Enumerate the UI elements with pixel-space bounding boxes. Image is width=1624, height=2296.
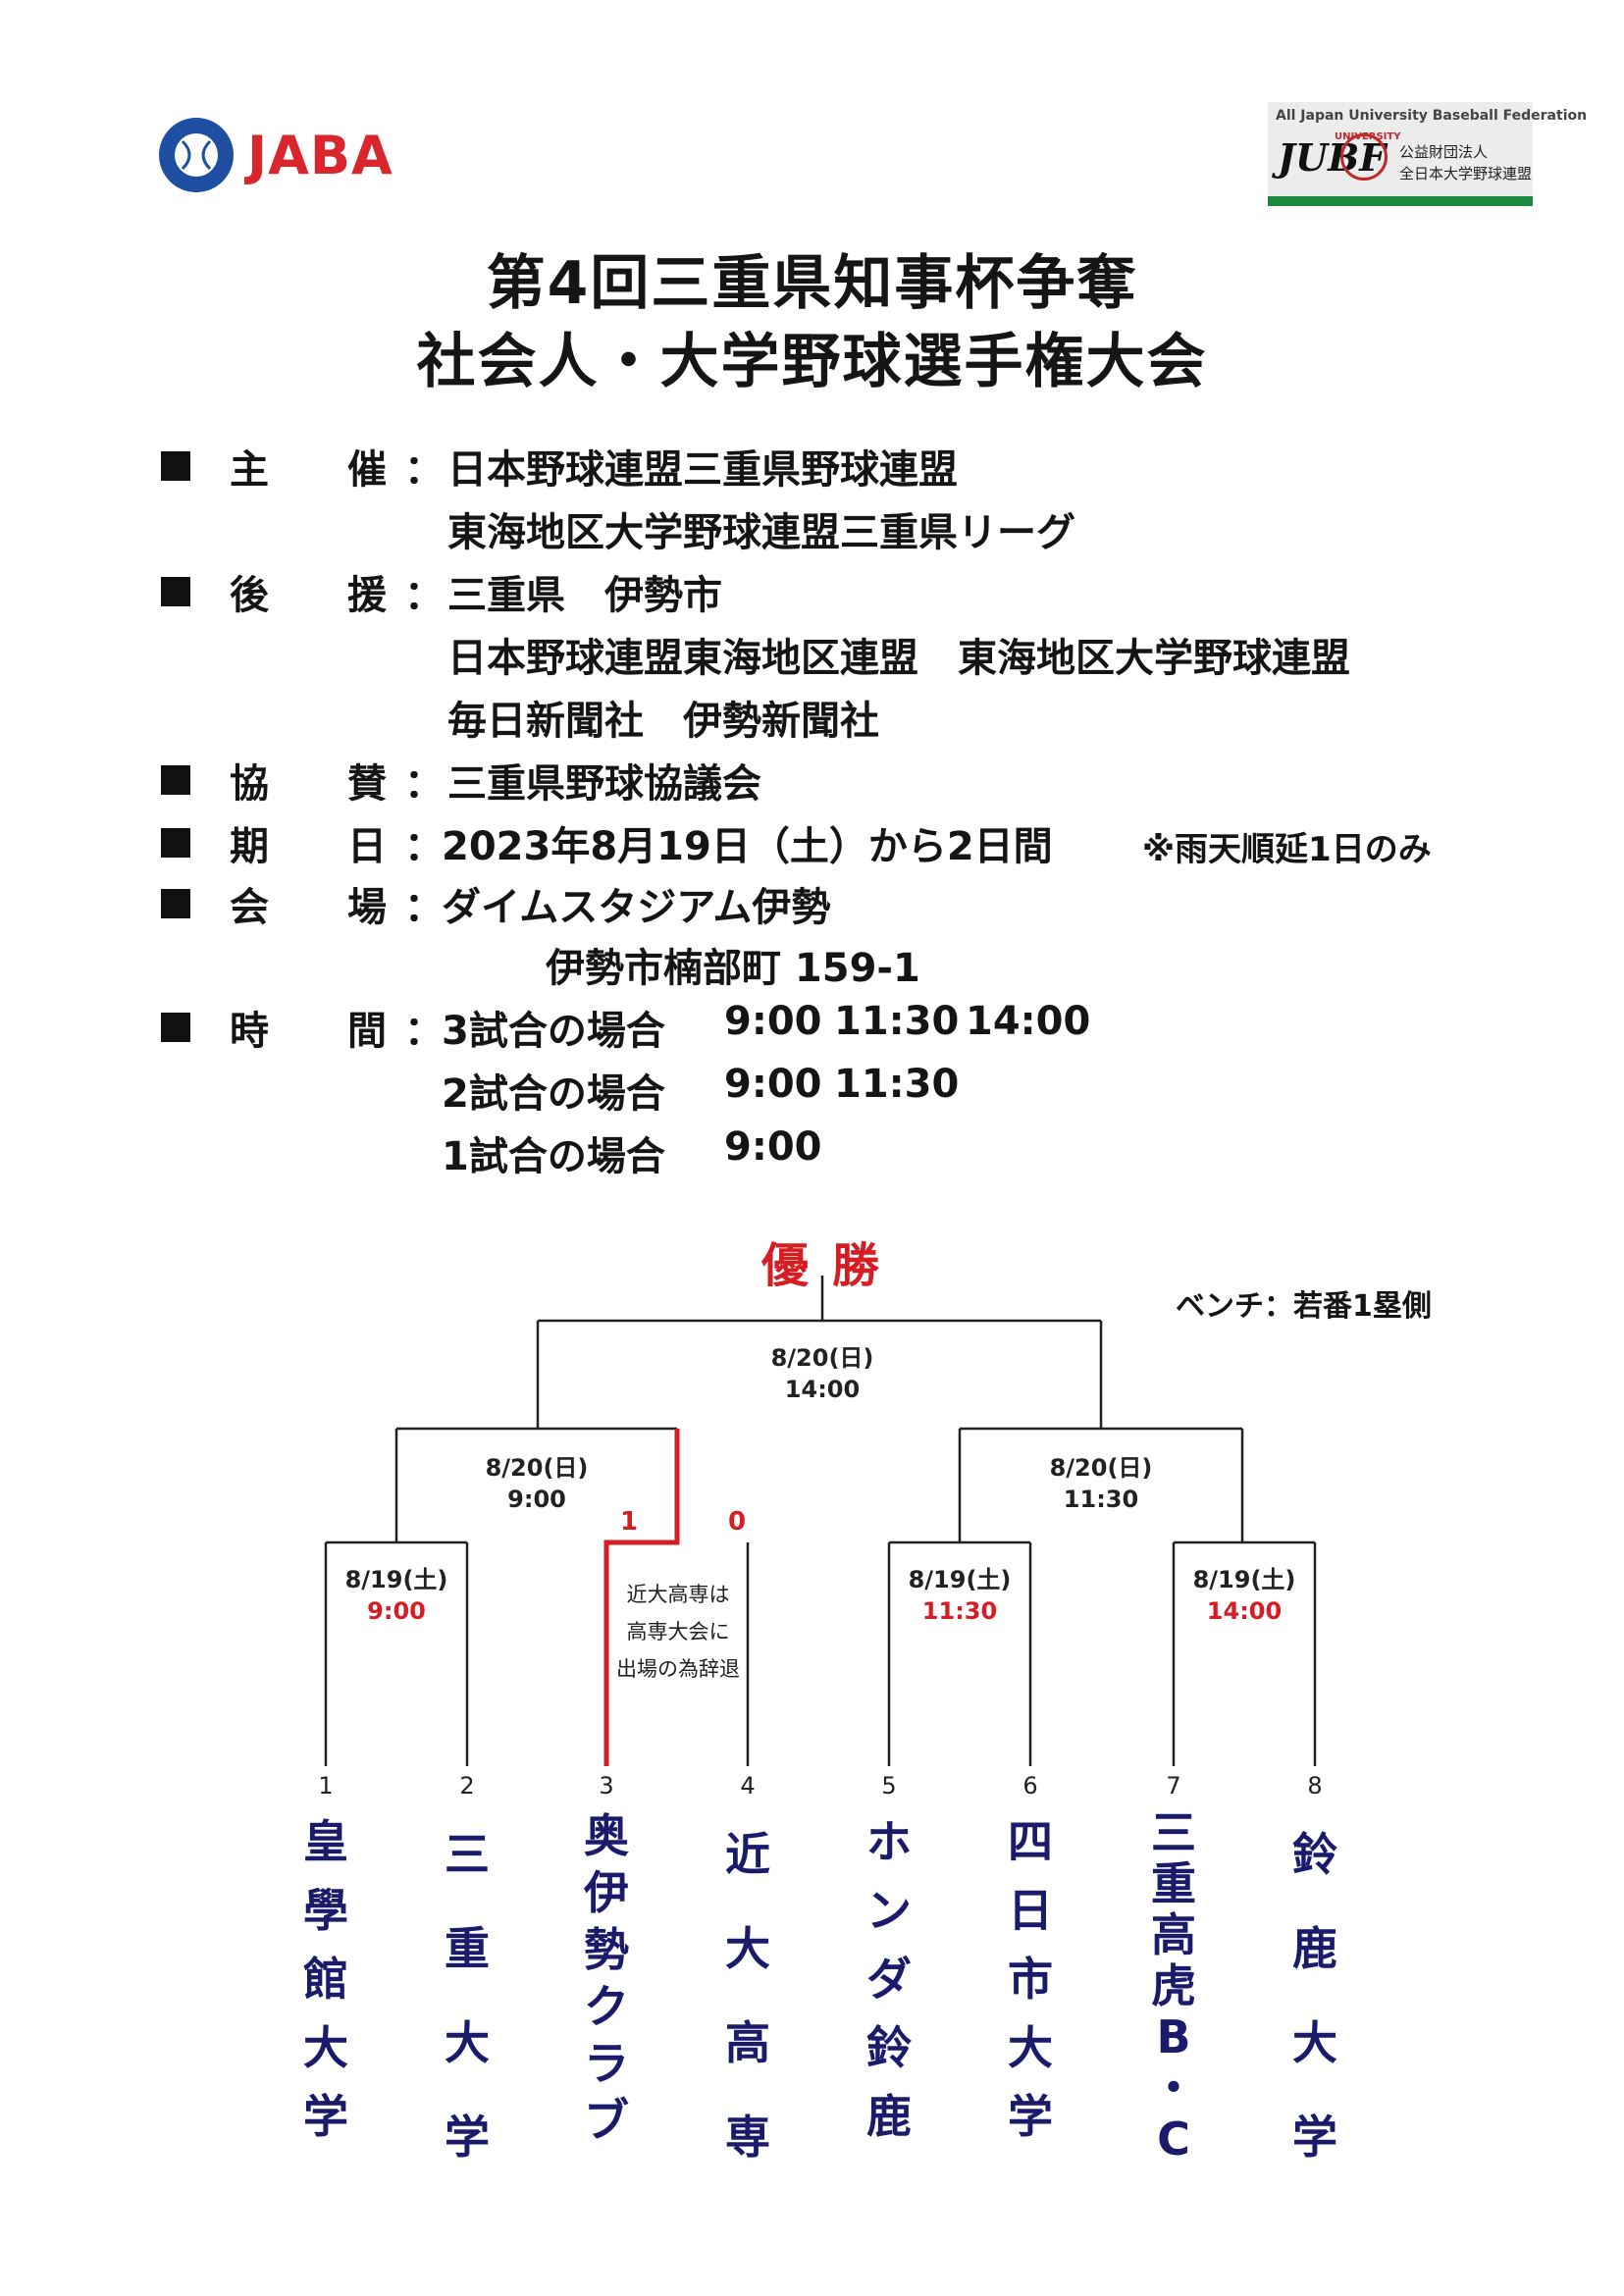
jubf-federation-name: All Japan University Baseball Federation bbox=[1276, 108, 1588, 124]
times-case-2-t2: 11:30 bbox=[834, 1062, 960, 1107]
forfeit-note-line-2: 高専大会に bbox=[626, 1620, 730, 1644]
semi-1-date: 8/20(日) bbox=[485, 1454, 589, 1482]
team-name: 奥伊勢クラブ bbox=[584, 1809, 629, 2147]
champion-label: 優勝 bbox=[761, 1238, 904, 1293]
forfeit-note: 近大高専は 高専大会に 出場の為辞退 bbox=[604, 1576, 752, 1688]
team-name: 三重大学 bbox=[445, 1828, 490, 2164]
bullet-icon bbox=[161, 451, 190, 481]
first-4-game-label: 8/19(土) 14:00 bbox=[1166, 1564, 1323, 1627]
times-case-1-t2: 11:30 bbox=[834, 999, 960, 1044]
first-4-date: 8/19(土) bbox=[1192, 1566, 1296, 1593]
times-case-1-t1: 9:00 bbox=[724, 999, 822, 1044]
support-line-1: 三重県 伊勢市 bbox=[447, 573, 722, 618]
seed-number: 6 bbox=[1022, 1772, 1038, 1800]
organizer-line-1: 日本野球連盟三重県野球連盟 bbox=[447, 447, 958, 493]
jubf-japanese-line-1: 公益財団法人 bbox=[1399, 143, 1489, 161]
times-label-b: 間 bbox=[347, 1009, 387, 1054]
organizer-line-2: 東海地区大学野球連盟三重県リーグ bbox=[447, 510, 1075, 555]
semi-2-time: 11:30 bbox=[1063, 1486, 1139, 1513]
final-date: 8/20(日) bbox=[770, 1344, 874, 1372]
times-case-3: 1試合の場合 bbox=[442, 1134, 665, 1179]
winner-path bbox=[603, 1429, 680, 1766]
seed-number: 4 bbox=[740, 1772, 756, 1800]
semi-1-game-label: 8/20(日) 9:00 bbox=[458, 1452, 615, 1515]
page-title-line-2: 社会人・大学野球選手権大会 bbox=[416, 328, 1208, 396]
times-case-3-t1: 9:00 bbox=[724, 1124, 822, 1170]
jubf-ring-icon bbox=[1340, 133, 1388, 181]
team-name: 鈴鹿大学 bbox=[1292, 1828, 1337, 2164]
jaba-wordmark: JABA bbox=[247, 125, 393, 186]
jubf-logo: All Japan University Baseball Federation… bbox=[1268, 102, 1587, 206]
organizer-label-a: 主 bbox=[230, 447, 269, 493]
team-name: 四日市大学 bbox=[1008, 1815, 1053, 2143]
dates-label-b: 日 bbox=[347, 824, 387, 869]
score-right: 0 bbox=[728, 1507, 747, 1537]
first-3-date: 8/19(土) bbox=[908, 1566, 1012, 1593]
seed-number: 8 bbox=[1307, 1772, 1323, 1800]
bullet-icon bbox=[161, 1013, 190, 1042]
dates-label-a: 期 bbox=[230, 824, 269, 869]
cooperation-line-1: 三重県野球協議会 bbox=[447, 761, 761, 807]
team-name: ホンダ鈴鹿 bbox=[866, 1815, 912, 2143]
venue-name: ダイムスタジアム伊勢 bbox=[442, 885, 831, 930]
organizer-label-b: 催 bbox=[347, 447, 387, 493]
forfeit-note-line-3: 出場の為辞退 bbox=[616, 1657, 740, 1681]
times-case-2: 2試合の場合 bbox=[442, 1071, 665, 1117]
bullet-icon bbox=[161, 765, 190, 795]
bench-note: ベンチ：若番1塁側 bbox=[1176, 1289, 1432, 1324]
venue-label-a: 会 bbox=[230, 885, 269, 930]
seed-number: 3 bbox=[599, 1772, 614, 1800]
first-4-time: 14:00 bbox=[1206, 1597, 1283, 1625]
team-name: 皇學館大学 bbox=[303, 1815, 348, 2143]
times-case-1: 3試合の場合 bbox=[442, 1009, 665, 1054]
bullet-icon bbox=[161, 828, 190, 858]
score-left: 1 bbox=[620, 1507, 639, 1537]
dates-text: 2023年8月19日（土）から2日間 bbox=[442, 824, 1053, 869]
seed-number: 2 bbox=[459, 1772, 475, 1800]
forfeit-note-line-1: 近大高専は bbox=[626, 1583, 730, 1606]
cooperation-label-b: 賛 bbox=[347, 761, 387, 807]
jubf-japanese-line-2: 全日本大学野球連盟 bbox=[1399, 165, 1533, 183]
rain-note: ※雨天順延1日のみ bbox=[1142, 830, 1432, 869]
venue-address: 伊勢市楠部町 159-1 bbox=[546, 946, 920, 991]
final-game-label: 8/20(日) 14:00 bbox=[744, 1342, 901, 1405]
first-1-time: 9:00 bbox=[367, 1597, 426, 1625]
cooperation-sep: ： bbox=[404, 761, 444, 807]
bullet-icon bbox=[161, 889, 190, 918]
final-time: 14:00 bbox=[784, 1376, 861, 1403]
seed-number: 1 bbox=[318, 1772, 334, 1800]
venue-sep: ： bbox=[404, 885, 444, 930]
support-line-2: 日本野球連盟東海地区連盟 東海地区大学野球連盟 bbox=[447, 636, 1350, 681]
page-title-line-1: 第4回三重県知事杯争奪 bbox=[486, 249, 1138, 318]
jaba-logo: JABA bbox=[157, 116, 393, 194]
semi-1-time: 9:00 bbox=[507, 1486, 566, 1513]
times-case-1-t3: 14:00 bbox=[966, 999, 1091, 1044]
support-line-3: 毎日新聞社 伊勢新聞社 bbox=[447, 699, 879, 744]
first-1-date: 8/19(土) bbox=[344, 1566, 448, 1593]
bullet-icon bbox=[161, 577, 190, 606]
team-name: 近大高専 bbox=[725, 1828, 770, 2164]
venue-label-b: 場 bbox=[347, 885, 387, 930]
semi-2-game-label: 8/20(日) 11:30 bbox=[1022, 1452, 1179, 1515]
cooperation-label-a: 協 bbox=[230, 761, 269, 807]
first-3-time: 11:30 bbox=[921, 1597, 998, 1625]
support-sep: ： bbox=[404, 573, 444, 618]
support-label-a: 後 bbox=[230, 573, 269, 618]
organizer-sep: ： bbox=[404, 447, 444, 493]
dates-sep: ： bbox=[404, 824, 444, 869]
times-case-2-t1: 9:00 bbox=[724, 1062, 822, 1107]
jubf-univ-text: UNIVERSITY bbox=[1335, 131, 1401, 142]
first-1-game-label: 8/19(土) 9:00 bbox=[318, 1564, 475, 1627]
times-sep: ： bbox=[404, 1009, 444, 1054]
seed-number: 7 bbox=[1166, 1772, 1181, 1800]
baseball-icon bbox=[159, 118, 234, 192]
times-label-a: 時 bbox=[230, 1009, 269, 1054]
seed-number: 5 bbox=[881, 1772, 897, 1800]
support-label-b: 援 bbox=[347, 573, 387, 618]
semi-2-date: 8/20(日) bbox=[1049, 1454, 1153, 1482]
first-3-game-label: 8/19(土) 11:30 bbox=[881, 1564, 1038, 1627]
